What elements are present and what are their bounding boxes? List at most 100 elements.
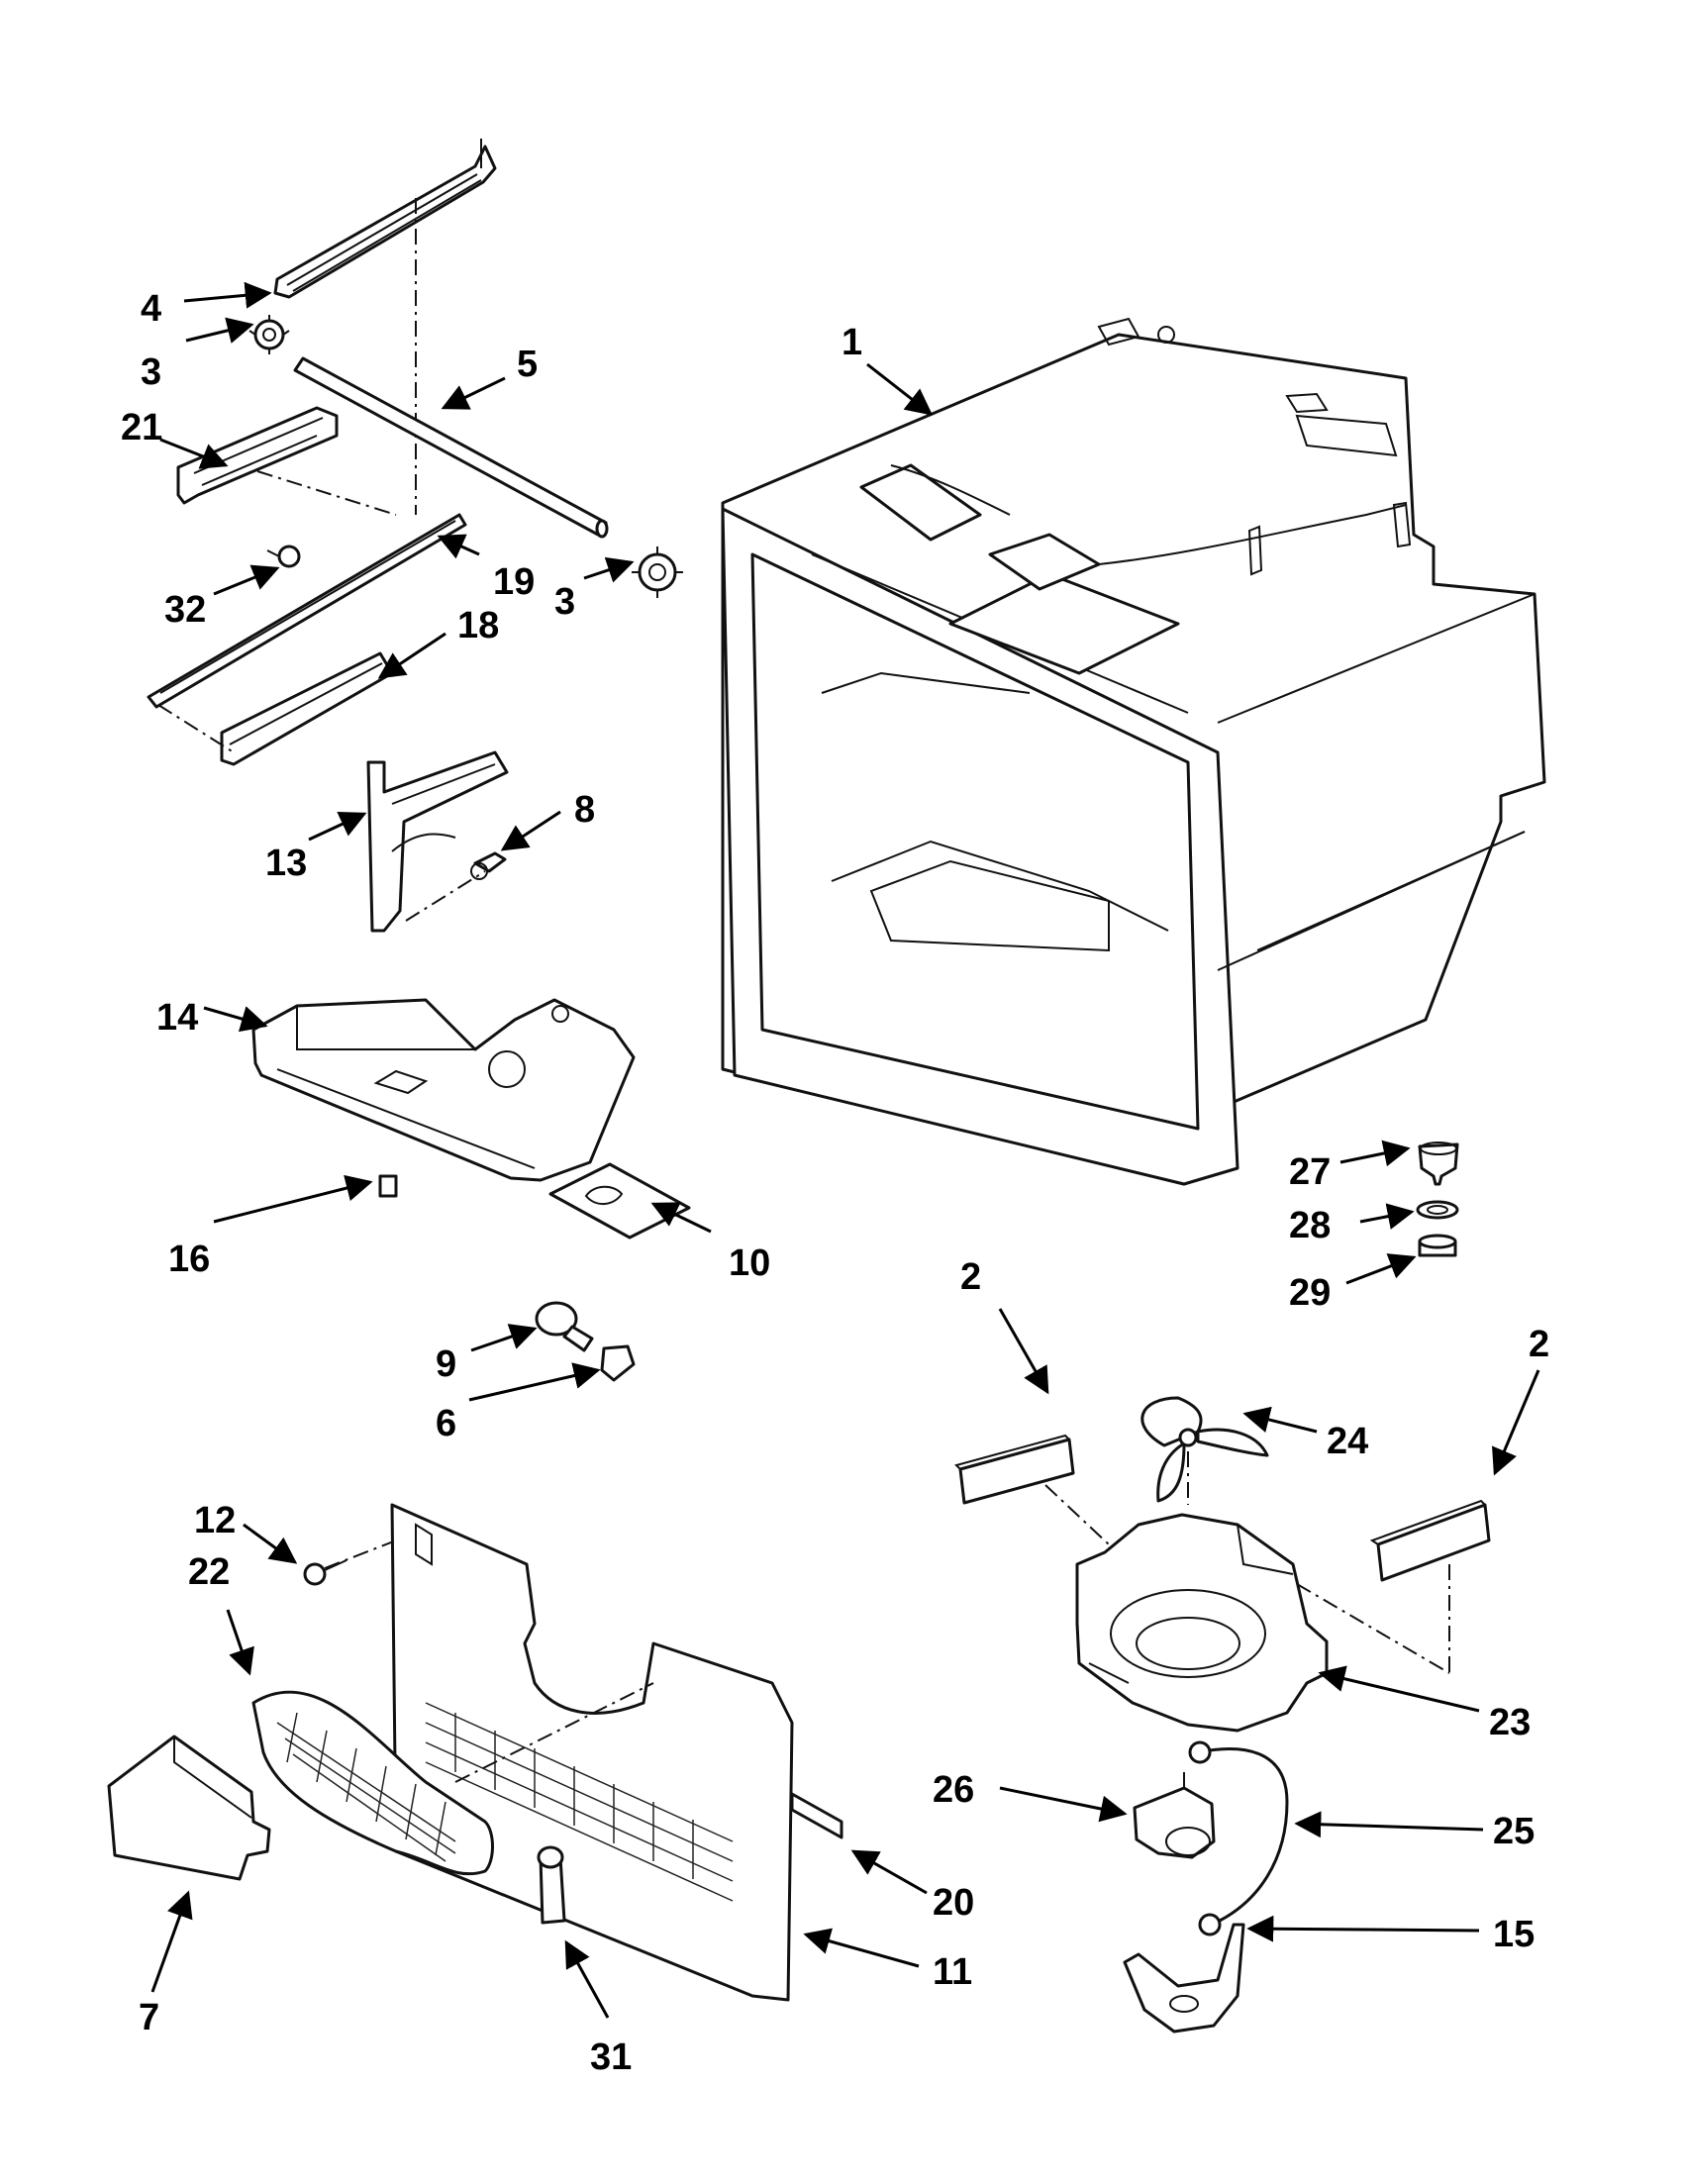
leader-29 [1345, 1253, 1417, 1285]
callout-26: 26 [933, 1769, 974, 1811]
leader-23 [1318, 1665, 1480, 1713]
part-11-alignment-line [454, 1682, 654, 1783]
part-3-gear-upper [248, 315, 290, 354]
callout-12: 12 [194, 1500, 236, 1541]
callout-20: 20 [933, 1882, 974, 1924]
callout-18: 18 [457, 605, 499, 646]
part-12-screw [303, 1559, 347, 1586]
part-28-washer [1416, 1200, 1459, 1220]
callout-7: 7 [139, 1997, 159, 2038]
leader-11 [803, 1928, 920, 1968]
part-25-motor-harness [1188, 1740, 1289, 1936]
callout-21: 21 [121, 407, 162, 448]
callout-29: 29 [1289, 1272, 1331, 1314]
part-2-alignment-line-left [1044, 1484, 1110, 1545]
callout-2-right: 2 [1529, 1324, 1549, 1365]
leader-6 [468, 1362, 601, 1402]
callout-4: 4 [141, 288, 161, 330]
leader-18 [377, 632, 446, 679]
callout-28: 28 [1289, 1205, 1331, 1246]
leader-2a [998, 1308, 1049, 1395]
leader-1 [866, 362, 934, 416]
leader-9 [470, 1324, 538, 1352]
callout-8: 8 [574, 789, 595, 831]
part-32-screw [266, 545, 301, 568]
leader-4 [183, 281, 272, 309]
leader-10 [650, 1202, 712, 1234]
leader-14 [203, 1006, 268, 1033]
leader-21 [159, 438, 229, 469]
callout-1: 1 [842, 322, 862, 363]
part-5-rod [293, 356, 609, 539]
leader-20 [850, 1849, 928, 1895]
part-21-alignment-line [256, 470, 397, 516]
part-9-bulb [535, 1301, 594, 1352]
part-4-upper-rail [273, 139, 497, 299]
callout-15: 15 [1493, 1914, 1535, 1955]
callout-3-lower: 3 [554, 581, 575, 623]
leader-26 [999, 1786, 1128, 1823]
leader-24 [1242, 1406, 1318, 1434]
part-13-side-bracket [366, 750, 509, 933]
callout-2-left: 2 [960, 1256, 981, 1298]
leader-15 [1246, 1915, 1480, 1942]
leader-3a [185, 317, 254, 344]
part-8-screw [470, 851, 507, 880]
callout-13: 13 [265, 843, 307, 884]
part-2-foam-strip-right [1369, 1499, 1491, 1582]
callout-5: 5 [517, 344, 538, 385]
leader-31 [564, 1939, 610, 2019]
part-12-alignment-line [324, 1539, 397, 1569]
leader-7 [150, 1890, 193, 1993]
leader-8 [500, 810, 561, 851]
leader-25 [1294, 1811, 1484, 1838]
callout-16: 16 [168, 1239, 210, 1280]
leader-12 [243, 1523, 298, 1564]
callout-23: 23 [1489, 1702, 1531, 1743]
callout-22: 22 [188, 1551, 230, 1593]
part-31-thermistor [537, 1845, 566, 1925]
part-24-fan-blade [1140, 1396, 1269, 1503]
part-23-fan-shroud [1075, 1513, 1329, 1733]
part-13-alignment-line [405, 870, 486, 922]
part-1-freezer-liner [721, 317, 1546, 1186]
part-22-grille-frame [251, 1690, 494, 1876]
leader-28 [1359, 1203, 1415, 1230]
part-15-motor-bracket [1123, 1923, 1245, 2034]
callout-19: 19 [493, 561, 535, 603]
callout-9: 9 [436, 1343, 456, 1385]
callout-3-upper: 3 [141, 351, 161, 393]
leader-13 [308, 811, 367, 842]
part-18-rail-channel [220, 651, 394, 766]
callout-14: 14 [156, 997, 198, 1039]
leader-22 [226, 1609, 254, 1676]
part-16-clip [378, 1174, 398, 1198]
callout-31: 31 [590, 2036, 632, 2078]
leader-2b [1492, 1369, 1540, 1476]
leader-32 [213, 564, 280, 596]
callout-labels: 4 3 5 21 32 19 3 18 13 8 1 14 16 10 27 2… [121, 288, 1549, 2078]
callout-24: 24 [1327, 1421, 1368, 1462]
callout-11: 11 [933, 1951, 972, 1993]
leader-16 [213, 1174, 373, 1224]
part-11-rear-panel [390, 1503, 794, 2002]
callout-27: 27 [1289, 1151, 1331, 1193]
part-26-fan-motor [1133, 1772, 1216, 1859]
part-6-socket [600, 1344, 636, 1382]
part-2-foam-strip-left [954, 1434, 1075, 1505]
part-7-cover [107, 1735, 271, 1881]
part-23-alignment-line [1296, 1583, 1450, 1674]
leader-27 [1339, 1140, 1411, 1167]
leader-19 [437, 534, 480, 559]
callout-25: 25 [1493, 1811, 1535, 1852]
part-3-gear-lower [632, 546, 683, 598]
part-18-alignment-line [157, 704, 235, 753]
part-19-slide-rail [147, 513, 467, 709]
callout-6: 6 [436, 1403, 456, 1444]
callout-32: 32 [164, 589, 206, 631]
part-14-air-duct [251, 998, 636, 1182]
callout-10: 10 [729, 1242, 770, 1284]
part-20-foam-strip [790, 1792, 843, 1839]
